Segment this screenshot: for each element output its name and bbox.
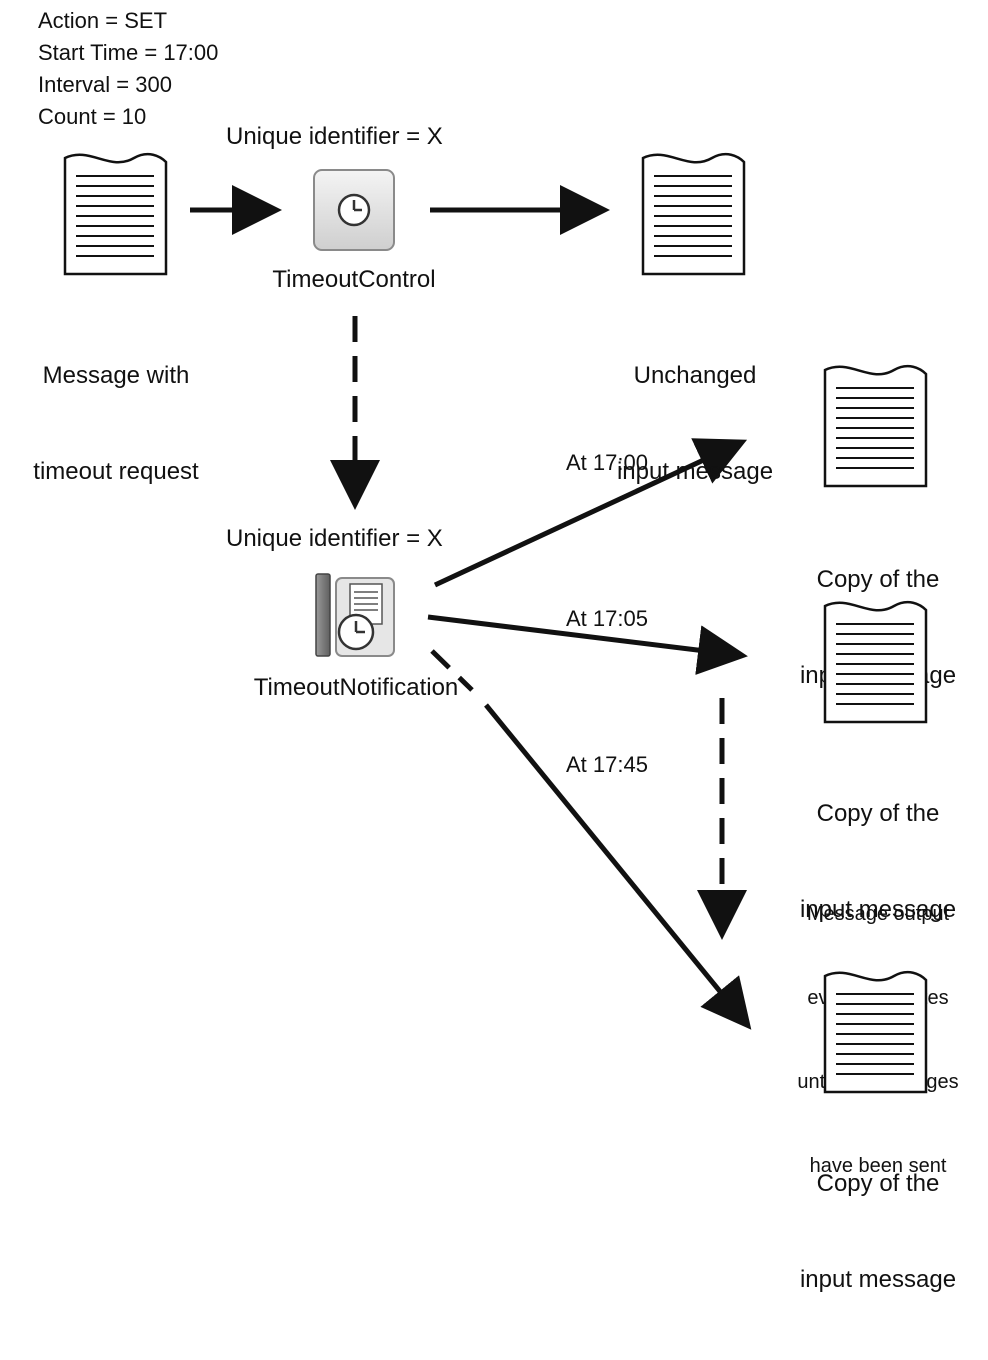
arrow-label-1700: At 17:00	[566, 450, 648, 475]
arrow-1745-dashed	[430, 649, 474, 692]
input-message-doc-icon	[63, 152, 168, 276]
unchanged-message-doc-icon	[641, 152, 746, 276]
control-uid-label: Unique identifier = X	[226, 123, 443, 150]
copy-message-label: Copy of the input message	[799, 800, 957, 923]
timeout-notification-label: TimeoutNotification	[253, 674, 459, 701]
input-message-label: Message with timeout request	[33, 362, 199, 485]
timeout-control-label: TimeoutControl	[272, 266, 436, 293]
request-start-time: Start Time = 17:00	[38, 40, 219, 65]
request-count: Count = 10	[38, 104, 147, 129]
copy-message-doc-icon	[823, 364, 928, 488]
copy-message-doc-icon	[823, 970, 928, 1094]
arrow-1700	[433, 438, 748, 588]
arrow-1745	[484, 703, 752, 1030]
arrow-1705	[427, 614, 748, 675]
copy-message-doc-icon	[823, 600, 928, 724]
copy-message-label: Copy of the input message	[799, 1170, 957, 1293]
clock-icon[interactable]	[312, 168, 396, 252]
diagram: Action = SET Start Time = 17:00 Interval…	[33, 8, 958, 1293]
notification-uid-label: Unique identifier = X	[226, 525, 443, 552]
request-interval: Interval = 300	[38, 72, 172, 97]
timeout-notification-icon[interactable]	[314, 572, 398, 660]
unchanged-message-label: Unchanged input message	[616, 362, 774, 485]
request-action: Action = SET	[38, 8, 168, 33]
arrow-label-1745: At 17:45	[566, 752, 648, 777]
arrow-label-1705: At 17:05	[566, 606, 648, 631]
connectors	[190, 185, 752, 1030]
